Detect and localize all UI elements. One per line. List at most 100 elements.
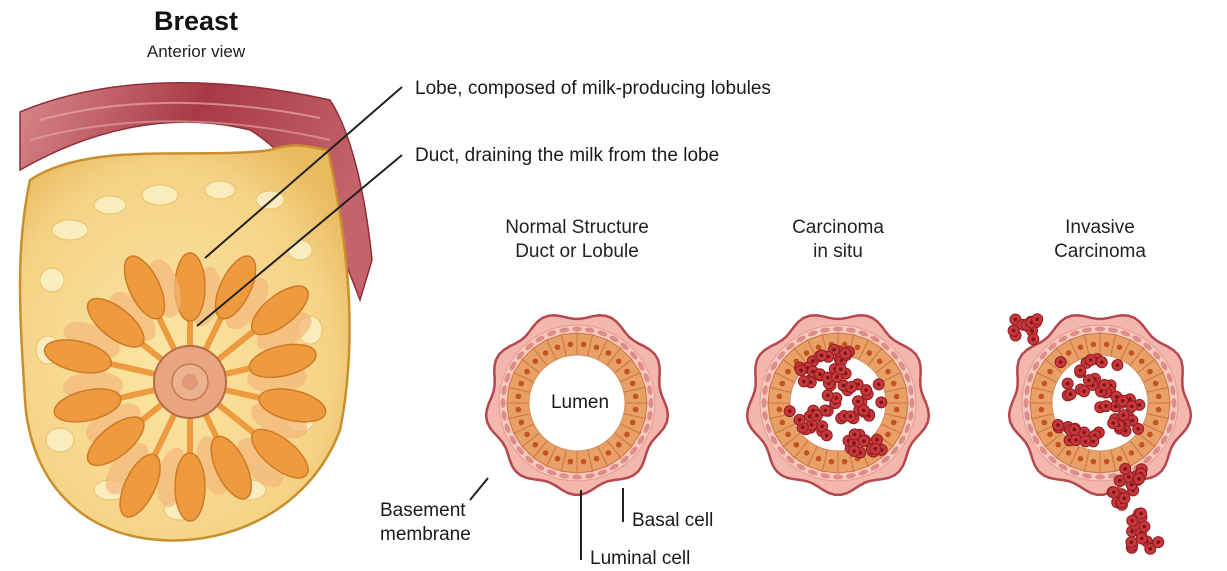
- cell-nucleus: [543, 350, 549, 356]
- tumor-nucleus: [1130, 540, 1134, 544]
- cell-nucleus: [785, 432, 791, 438]
- tumor-nucleus: [798, 418, 802, 422]
- basal-cell: [910, 398, 915, 408]
- tumor-nucleus: [802, 380, 806, 384]
- tumor-nucleus: [874, 447, 878, 451]
- cell-nucleus: [829, 459, 835, 465]
- tumor-nucleus: [1066, 382, 1070, 386]
- cell-nucleus: [594, 345, 600, 351]
- cell-nucleus: [532, 358, 538, 364]
- lumen-label: Lumen: [551, 392, 609, 414]
- tumor-nucleus: [1138, 403, 1142, 407]
- normal-structure-title: Normal StructureDuct or Lobule: [505, 216, 649, 264]
- cell-nucleus: [555, 345, 561, 351]
- tumor-nucleus: [1012, 329, 1016, 333]
- tumor-nucleus: [1157, 540, 1161, 544]
- tumor-nucleus: [1032, 337, 1036, 341]
- basal-cell: [1095, 327, 1105, 332]
- tumor-nucleus: [1122, 413, 1126, 417]
- cell-nucleus: [1047, 369, 1053, 375]
- basal-cell: [833, 327, 843, 332]
- cell-nucleus: [816, 456, 822, 462]
- lobe-callout-label: Lobe, composed of milk-producing lobules: [415, 78, 771, 100]
- tumor-nucleus: [826, 394, 830, 398]
- tumor-nucleus: [810, 423, 814, 427]
- cell-nucleus: [1147, 432, 1153, 438]
- tumor-nucleus: [799, 368, 803, 372]
- tumor-nucleus: [1069, 392, 1073, 396]
- cell-nucleus: [1147, 369, 1153, 375]
- cell-nucleus: [1039, 407, 1045, 413]
- tumor-nucleus: [1078, 369, 1082, 373]
- cell-nucleus: [606, 450, 612, 456]
- cell-nucleus: [855, 345, 861, 351]
- cell-nucleus: [555, 456, 561, 462]
- cell-nucleus: [543, 450, 549, 456]
- breast-subtitle: Anterior view: [147, 42, 245, 62]
- tumor-nucleus: [1059, 360, 1063, 364]
- cell-nucleus: [1153, 381, 1159, 387]
- tumor-nucleus: [820, 425, 824, 429]
- tumor-nucleus: [788, 409, 792, 413]
- cell-nucleus: [581, 342, 587, 348]
- cell-nucleus: [594, 456, 600, 462]
- tumor-nucleus: [1137, 477, 1141, 481]
- basal-cell: [1095, 475, 1105, 480]
- cell-nucleus: [616, 442, 622, 448]
- cell-nucleus: [1066, 350, 1072, 356]
- cell-nucleus: [1055, 442, 1061, 448]
- cell-nucleus: [532, 442, 538, 448]
- cell-nucleus: [630, 381, 636, 387]
- basement-membrane-label: Basementmembrane: [380, 499, 471, 547]
- tumor-nucleus: [835, 375, 839, 379]
- tumor-nucleus: [1092, 440, 1096, 444]
- tumor-nucleus: [1131, 419, 1135, 423]
- tumor-nucleus: [1139, 512, 1143, 516]
- tumor-nucleus: [835, 396, 839, 400]
- tumor-nucleus: [1035, 318, 1039, 322]
- basal-cell: [572, 327, 582, 332]
- tumor-nucleus: [1140, 537, 1144, 541]
- cell-nucleus: [1129, 450, 1135, 456]
- cell-nucleus: [1047, 432, 1053, 438]
- tumor-nucleus: [862, 409, 866, 413]
- cell-nucleus: [616, 358, 622, 364]
- tumor-nucleus: [852, 441, 856, 445]
- tumor-nucleus: [1074, 438, 1078, 442]
- lobe: [175, 253, 205, 321]
- cell-nucleus: [1091, 342, 1097, 348]
- tumor-nucleus: [1084, 440, 1088, 444]
- carcinoma-in-situ-title: Carcinomain situ: [792, 216, 884, 264]
- tumor-nucleus: [850, 385, 854, 389]
- cell-nucleus: [1156, 407, 1162, 413]
- cell-nucleus: [804, 350, 810, 356]
- tumor-nucleus: [853, 433, 857, 437]
- tumor-nucleus: [823, 409, 827, 413]
- tumor-nucleus: [1130, 530, 1134, 534]
- tumor-nucleus: [1118, 479, 1122, 483]
- tumor-nucleus: [839, 367, 843, 371]
- cell-nucleus: [630, 420, 636, 426]
- tumor-nucleus: [1121, 399, 1125, 403]
- basal-cell: [1172, 398, 1177, 408]
- tumor-nucleus: [1130, 483, 1134, 487]
- basal-cell: [572, 475, 582, 480]
- tumor-nucleus: [1136, 427, 1140, 431]
- cell-nucleus: [568, 342, 574, 348]
- basal-cell: [833, 475, 843, 480]
- tumor-nucleus: [820, 354, 824, 358]
- cell-nucleus: [1117, 345, 1123, 351]
- basal-cell: [501, 398, 506, 408]
- tumor-nucleus: [1149, 547, 1153, 551]
- tumor-nucleus: [1116, 363, 1120, 367]
- duct-callout-label: Duct, draining the milk from the lobe: [415, 145, 719, 167]
- cell-nucleus: [877, 358, 883, 364]
- basal-cell: [762, 398, 767, 408]
- tumor-nucleus: [1127, 475, 1131, 479]
- cell-nucleus: [894, 394, 900, 400]
- luminal-cell-label: Luminal cell: [590, 547, 690, 571]
- cell-nucleus: [777, 407, 783, 413]
- cell-nucleus: [1042, 381, 1048, 387]
- tumor-nucleus: [801, 426, 805, 430]
